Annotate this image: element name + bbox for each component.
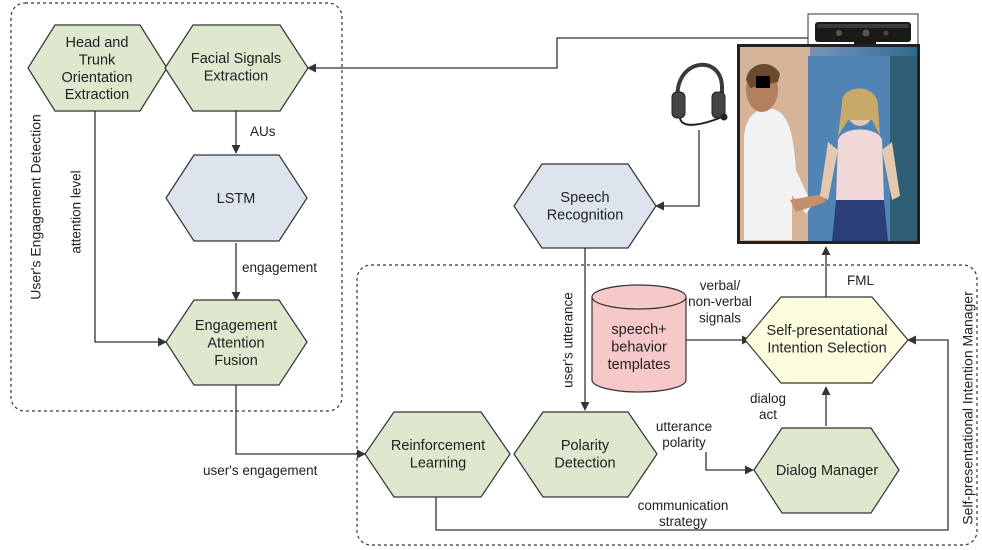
verbal-signals-label-line-3: signals [699, 310, 741, 325]
users-engagement-label-line-1: user's engagement [203, 463, 318, 478]
reinforcement-learning-node [364, 411, 511, 498]
lstm-label-line-1: LSTM [217, 191, 256, 207]
utterance-polarity-label-line-1: utterance [656, 419, 712, 434]
templates-label-line-2: behavior [611, 339, 667, 355]
photo-virtual-agent [737, 44, 920, 244]
fusion-label-line-1: Engagement [195, 318, 277, 334]
head-trunk-label-line-2: Trunk [79, 52, 116, 68]
templates-database-icon [591, 284, 687, 393]
engagement-label-line-1: engagement [242, 260, 317, 275]
dialog-act-label-line-1: dialog [750, 391, 786, 406]
fml-label-line-1: FML [847, 273, 874, 288]
edge-headset-to-speech [655, 130, 700, 211]
verbal-signals-label-line-1: verbal/ [700, 278, 741, 293]
edge-headtrunk-to-fusion [94, 110, 167, 347]
communication-strategy-label-line-2: strategy [659, 514, 707, 529]
engagement-detection-label: User's Engagement Detection [28, 114, 44, 300]
head-trunk-label-line-4: Extraction [65, 87, 129, 103]
fusion-node [165, 299, 308, 386]
attention-level-label: attention level [69, 170, 84, 253]
edge-labels: AUs engagement attention level user's en… [69, 124, 875, 529]
edge-reinforcement-to-intention [435, 335, 949, 531]
lstm-node [165, 154, 308, 242]
edge-fusion-to-reinforcement [235, 385, 366, 459]
polarity-detection-node [513, 411, 658, 498]
facial-signals-label-line-1: Facial Signals [191, 51, 281, 67]
fusion-label-line-3: Fusion [214, 353, 258, 369]
polarity-detection-label-line-2: Detection [554, 455, 615, 471]
facial-signals-label-line-2: Extraction [204, 68, 268, 84]
engagement-detection-group [10, 2, 343, 412]
templates-label-line-1: speech+ [611, 322, 666, 338]
intention-manager-group [356, 264, 978, 546]
aus-label: AUs [250, 124, 276, 139]
verbal-signals-label-line-2: non-verbal [688, 294, 752, 309]
speech-recognition-label-line-2: Recognition [547, 207, 624, 223]
templates-label-line-3: templates [608, 357, 671, 373]
nodes [27, 24, 909, 514]
speech-recognition-node [513, 163, 657, 249]
polarity-detection-label-line-1: Polarity [561, 438, 610, 454]
intention-manager-label: Self-presentational Intention Manager [960, 291, 976, 525]
dialog-manager-label: Dialog Manager [776, 463, 879, 479]
users-utterance-label: user's utterance [561, 292, 576, 388]
edge-kinect-to-facial [307, 37, 808, 73]
group-boxes: User's Engagement Detection Self-present… [10, 2, 978, 546]
dialog-manager-node [753, 427, 900, 514]
head-trunk-label-line-1: Head and [66, 35, 129, 51]
aus-label-line-1: AUs [250, 124, 276, 139]
facial-signals-node [164, 24, 309, 112]
fusion-label-line-2: Attention [207, 335, 264, 351]
intention-selection-label-line-1: Self-presentational [767, 323, 888, 339]
edges [94, 37, 949, 531]
intention-selection-label-line-2: Intention Selection [767, 340, 886, 356]
utterance-polarity-label-line-2: polarity [662, 435, 706, 450]
speech-recognition-label-line-1: Speech [560, 190, 609, 206]
reinforcement-learning-label-line-2: Learning [410, 455, 466, 471]
intention-selection-node [744, 296, 909, 384]
head-trunk-label-line-3: Orientation [62, 70, 133, 86]
dialog-manager-label-line-1: Dialog Manager [776, 463, 879, 479]
headset-icon [671, 62, 728, 126]
edge-polarity-to-dialog [705, 452, 754, 475]
engagement-label: engagement [242, 260, 317, 275]
templates-label: speech+behavior templates [608, 322, 671, 373]
users-engagement-label: user's engagement [203, 463, 318, 478]
fml-label: FML [847, 273, 874, 288]
communication-strategy-label-line-1: communication [638, 498, 729, 513]
dialog-act-label-line-2: act [759, 407, 777, 422]
lstm-label: LSTM [217, 191, 256, 207]
reinforcement-learning-label-line-1: Reinforcement [391, 438, 485, 454]
